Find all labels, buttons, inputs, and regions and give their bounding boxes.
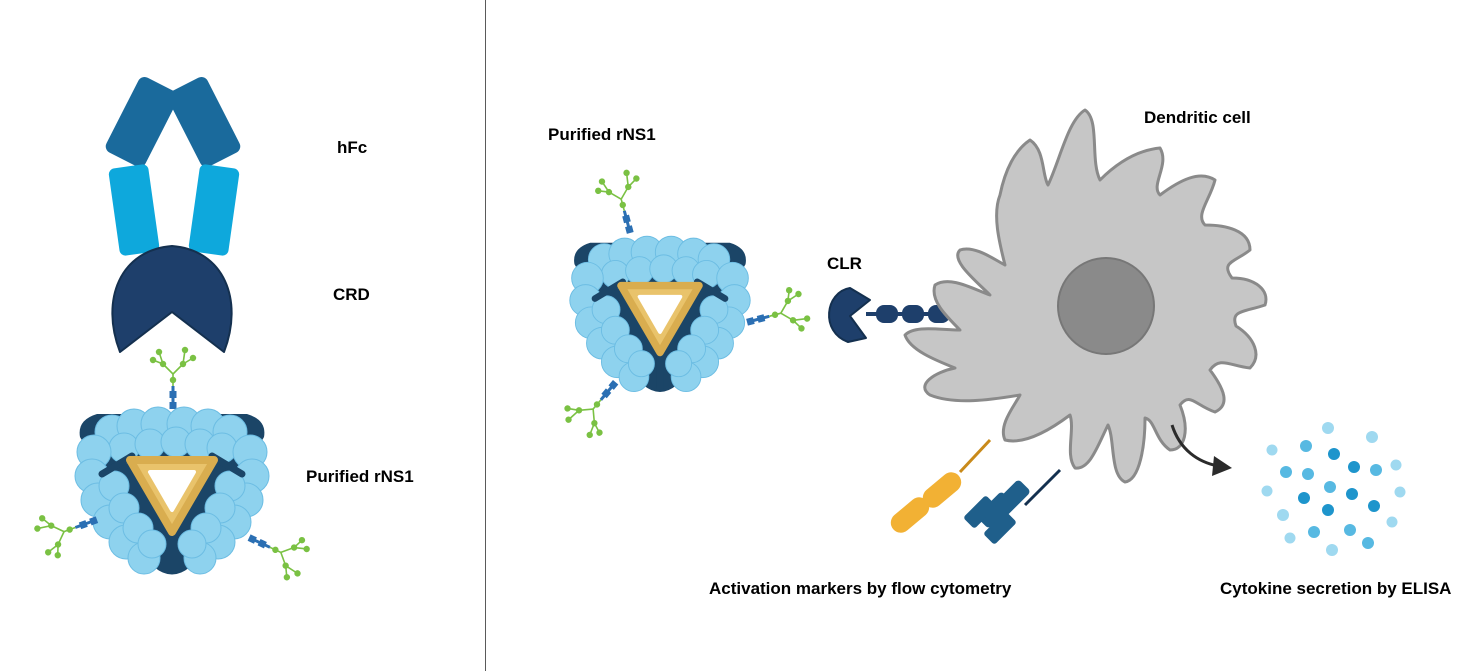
activation-marker-blue bbox=[964, 468, 1062, 544]
glycan-right-top bbox=[590, 165, 655, 241]
dendritic-cell-label: Dendritic cell bbox=[1144, 108, 1251, 127]
crd-label: CRD bbox=[333, 285, 370, 304]
dendritic-cell bbox=[903, 108, 1268, 484]
clr-label: CLR bbox=[827, 254, 862, 273]
ns1-complex-right bbox=[570, 236, 750, 392]
glycan-right-side bbox=[739, 282, 815, 347]
secretion-arrow bbox=[1170, 424, 1232, 476]
panel-divider bbox=[485, 0, 486, 671]
activation-marker-orange bbox=[890, 438, 992, 533]
glycan-left-top bbox=[148, 345, 198, 411]
crd-domain bbox=[111, 245, 233, 353]
purified-rns1-label-left: Purified rNS1 bbox=[306, 467, 414, 486]
nucleus bbox=[1057, 257, 1155, 355]
hfc-label: hFc bbox=[337, 138, 368, 157]
activation-markers-label: Activation markers by flow cytometry bbox=[709, 579, 1012, 598]
cytokine-secretion-label: Cytokine secretion by ELISA bbox=[1220, 579, 1452, 598]
ns1-complex-left bbox=[75, 407, 269, 575]
cytokine-cluster bbox=[1261, 422, 1406, 556]
hfc-antibody bbox=[105, 77, 241, 256]
purified-rns1-label-right: Purified rNS1 bbox=[548, 125, 656, 144]
